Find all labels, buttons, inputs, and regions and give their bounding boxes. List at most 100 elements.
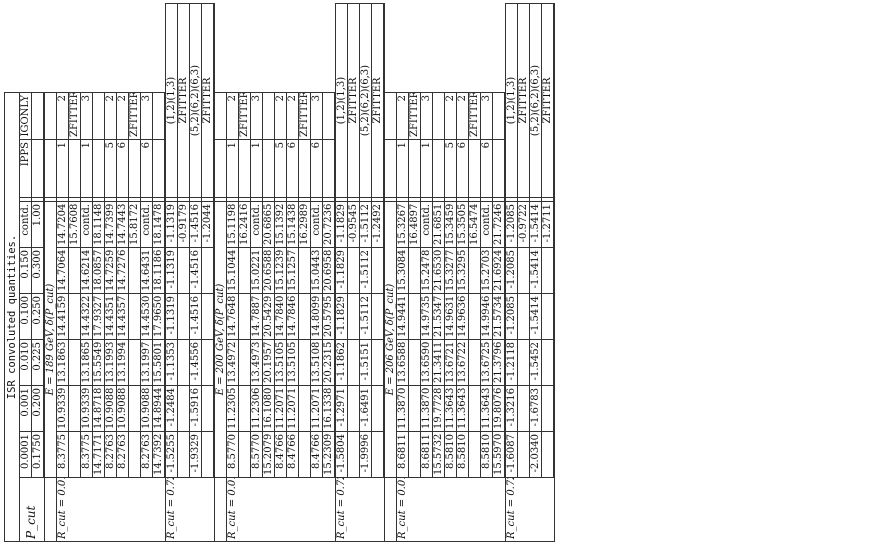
data-cell: 15.5970 bbox=[492, 431, 505, 478]
data-cell: 8.3775 bbox=[56, 431, 69, 478]
header-top-cell: contd. bbox=[19, 201, 32, 248]
data-cell: 14.7276 bbox=[116, 247, 129, 294]
spacer-cell bbox=[359, 197, 372, 202]
section-title: E = 189 GeV, δ(P_cut) bbox=[44, 201, 57, 478]
data-cell: ZFITTER bbox=[177, 3, 190, 198]
data-cell: 14.7648 bbox=[226, 293, 239, 340]
header-spacer bbox=[19, 197, 32, 202]
data-cell: 20.5429 bbox=[262, 293, 275, 340]
section-empty bbox=[214, 197, 227, 202]
data-cell: 21.7246 bbox=[492, 201, 505, 248]
header-top-cell: 0.010 bbox=[19, 339, 32, 386]
data-cell: (5,2)(6,2)(6,3) bbox=[529, 3, 542, 198]
data-cell bbox=[201, 293, 214, 340]
data-cell bbox=[408, 247, 421, 294]
data-cell bbox=[68, 339, 81, 386]
data-cell bbox=[432, 92, 445, 140]
section-title-row: E = 206 GeV, δ(P_cut) bbox=[384, 4, 397, 542]
data-cell: 15.1044 bbox=[226, 247, 239, 294]
table-row: -2.0340-1.6783-1.5452-1.5414-1.5414-1.54… bbox=[529, 3, 542, 542]
data-cell: 15.3277 bbox=[444, 247, 457, 294]
data-cell bbox=[347, 293, 360, 340]
data-cell bbox=[238, 339, 251, 386]
data-cell: 13.6725 bbox=[480, 339, 493, 386]
data-cell bbox=[177, 247, 190, 294]
data-cell: 21.5734 bbox=[492, 293, 505, 340]
section-title-row: E = 200 GeV, δ(P_cut) bbox=[214, 4, 227, 542]
data-cell: -1.5414 bbox=[529, 201, 542, 248]
data-cell: 14.4357 bbox=[116, 293, 129, 340]
data-cell: 14.8099 bbox=[310, 293, 323, 340]
data-cell bbox=[517, 247, 530, 294]
data-cell: 13.4973 bbox=[250, 339, 263, 386]
data-cell: 14.7887 bbox=[250, 293, 263, 340]
data-cell bbox=[468, 247, 481, 294]
header-bottom-cell: 0.200 bbox=[31, 385, 44, 432]
data-cell bbox=[408, 139, 421, 198]
data-cell: 13.5105 bbox=[286, 339, 299, 386]
data-cell bbox=[517, 431, 530, 478]
data-cell bbox=[347, 431, 360, 478]
data-cell: 16.2416 bbox=[238, 201, 251, 248]
data-cell: 16.5474 bbox=[468, 201, 481, 248]
data-cell: -2.0340 bbox=[529, 431, 542, 478]
spacer-cell bbox=[92, 197, 105, 202]
spacer-cell bbox=[456, 197, 469, 202]
data-cell: 16.2989 bbox=[298, 201, 311, 248]
data-cell: 14.7399 bbox=[104, 201, 117, 248]
data-cell: 16.4897 bbox=[408, 201, 421, 248]
data-cell: 8.5770 bbox=[226, 431, 239, 478]
data-cell bbox=[492, 139, 505, 198]
data-cell: 14.9735 bbox=[420, 293, 433, 340]
spacer-cell bbox=[80, 197, 93, 202]
spacer-cell bbox=[152, 197, 165, 202]
rcut-label: R_cut = 0.7225 bbox=[335, 477, 384, 542]
spacer-cell bbox=[189, 197, 202, 202]
data-cell bbox=[408, 339, 421, 386]
spacer-cell bbox=[286, 197, 299, 202]
data-cell: 14.9441 bbox=[396, 293, 409, 340]
spacer-cell bbox=[165, 197, 178, 202]
spacer-cell bbox=[396, 197, 409, 202]
data-cell: -1.2085 bbox=[505, 201, 518, 248]
data-cell bbox=[298, 247, 311, 294]
data-cell: 8.5810 bbox=[444, 431, 457, 478]
section-empty bbox=[214, 92, 227, 140]
spacer-cell bbox=[505, 197, 518, 202]
data-cell: ZFITTER bbox=[201, 3, 214, 198]
header-top-cell: IPPS bbox=[19, 139, 32, 198]
rcut-label: R_cut = 0.7225 bbox=[505, 477, 554, 542]
data-cell: 20.6588 bbox=[262, 247, 275, 294]
data-cell bbox=[92, 139, 105, 198]
data-cell bbox=[347, 385, 360, 432]
data-cell: 21.6530 bbox=[432, 247, 445, 294]
data-cell: 3 bbox=[250, 92, 263, 140]
data-cell: 18.0857 bbox=[92, 247, 105, 294]
data-cell: 8.6811 bbox=[396, 431, 409, 478]
data-cell: 5 bbox=[104, 139, 117, 198]
data-cell: 1 bbox=[226, 139, 239, 198]
data-cell: 13.6722 bbox=[456, 339, 469, 386]
data-cell: 17.9650 bbox=[152, 293, 165, 340]
data-cell: 15.2079 bbox=[262, 431, 275, 478]
data-cell: (1,2)(1,3) bbox=[335, 3, 348, 198]
data-cell: 14.7840 bbox=[274, 293, 287, 340]
data-cell: 14.7846 bbox=[286, 293, 299, 340]
header-top-cell: 0.0001 bbox=[19, 431, 32, 478]
data-cell: 15.1438 bbox=[286, 201, 299, 248]
data-cell: 15.7608 bbox=[68, 201, 81, 248]
section-empty bbox=[214, 139, 227, 198]
data-cell: 2 bbox=[286, 92, 299, 140]
data-cell bbox=[68, 293, 81, 340]
data-cell: 11.2071 bbox=[286, 385, 299, 432]
header-top-cell: IGONLY bbox=[19, 92, 32, 140]
data-cell: 14.6431 bbox=[140, 247, 153, 294]
